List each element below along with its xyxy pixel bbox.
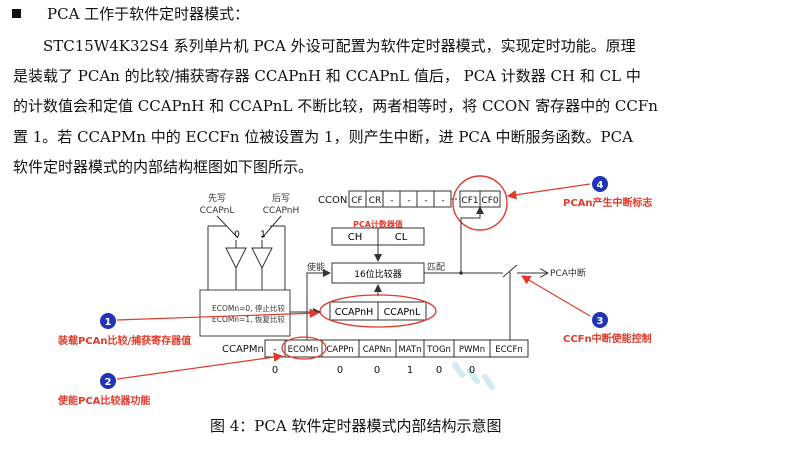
ecom-note-stop: ECOMn=0, 停止比较 — [212, 303, 285, 313]
ccapmn-bit-pwmn: PWMn — [459, 345, 485, 355]
annotation-4-badge — [592, 176, 608, 192]
annotation-3-badge — [592, 312, 608, 328]
ccapnl-register — [377, 301, 427, 321]
match-to-cf-line — [460, 206, 484, 273]
comparator-label: 16位比较器 — [354, 268, 401, 280]
ccon-bit-cr: CR — [369, 196, 382, 206]
cf-highlight-circle — [452, 175, 508, 231]
annotation-1-badge — [100, 313, 116, 329]
paragraph-line: 的计数值会和定值 CCAPnH 和 CCAPnL 不断比较，两者相等时，将 CC… — [13, 97, 658, 116]
ccapmn-value: 0 — [469, 365, 475, 376]
annotation-4-number: 4 — [597, 180, 604, 191]
ccon-label: CCON — [318, 195, 347, 206]
enable-line — [306, 269, 331, 346]
bullet-square-icon — [12, 9, 21, 18]
annotation-3-number: 3 — [597, 316, 604, 327]
ccon-bit: - — [407, 196, 410, 206]
cl-register — [377, 227, 425, 246]
write-after-reg: CCAPnH — [263, 206, 299, 216]
ccapmn-label: CCAPMn — [222, 344, 264, 355]
ccon-register — [348, 190, 501, 208]
ccapmn-value: 0 — [374, 365, 380, 376]
ccapmn-bit-eccfn: ECCFn — [495, 345, 523, 355]
figure-caption: 图 4：PCA 软件定时器模式内部结构示意图 — [210, 417, 502, 435]
write-after-label: 后写 — [272, 193, 290, 204]
ecom-note-resume: ECOMn=1, 恢复比较 — [212, 314, 285, 324]
ccapmn-bit: - — [273, 345, 276, 355]
annotation-2-badge — [100, 373, 116, 389]
description-paragraph: STC15W4K32S4 系列单片机 PCA 外设可配置为软件定时器模式，实现定… — [13, 31, 713, 182]
interrupt-switch — [502, 264, 518, 278]
paragraph-line: 是装载了 PCAn 的比较/捕获寄存器 CCAPnH 和 CCAPnL 值后， … — [13, 67, 641, 86]
ccon-bit-cf: CF — [351, 196, 362, 206]
mux-input-0: 0 — [234, 230, 240, 240]
annotation-1-number: 1 — [105, 317, 112, 328]
ccon-bit-cf1: CF1 — [461, 196, 478, 206]
write-first-label: 先写 — [208, 192, 226, 204]
annotation-3-text: CCFn中断使能控制 — [563, 332, 652, 345]
heading-text: PCA 工作于软件定时器模式： — [47, 5, 250, 23]
ecom-note-box — [199, 289, 291, 337]
write-lines — [207, 215, 286, 290]
buffer-triangles — [225, 240, 273, 290]
mux-input-1: 1 — [260, 230, 266, 240]
annotation-1-text: 装载PCAn比较/捕获寄存器值 — [57, 334, 191, 347]
pca-interrupt-label: PCA中断 — [550, 267, 586, 279]
section-heading: PCA 工作于软件定时器模式： — [12, 2, 249, 26]
paragraph-line: 软件定时器模式的内部结构框图如下图所示。 — [13, 157, 314, 176]
ccapmn-bit-matn: MATn — [398, 345, 421, 355]
ccapmn-register — [264, 339, 529, 358]
ecomn-highlight-ellipse — [281, 336, 327, 360]
ccon-bit: - — [390, 196, 393, 206]
ccon-bit: - — [441, 196, 444, 206]
ccapmn-bit-ecomn: ECOMn — [288, 345, 319, 355]
watermark-marks — [452, 362, 495, 390]
ccapmn-bit-togn: TOGn — [426, 345, 451, 355]
ccapnh-label: CCAPnH — [335, 307, 374, 318]
ccapmn-value: 0 — [272, 365, 278, 376]
enable-label: 使能 — [307, 261, 325, 273]
cl-label: CL — [395, 232, 408, 243]
annotation-2-text: 使能PCA比较器功能 — [57, 394, 150, 407]
ccapnl-label: CCAPnL — [384, 307, 421, 318]
ccapmn-bit-cappn: CAPPn — [326, 345, 353, 355]
annotation-2-number: 2 — [105, 377, 112, 388]
ccapmn-value: 1 — [407, 365, 413, 376]
paragraph-line: 置 1。若 CCAPMn 中的 ECCFn 位被设置为 1，则产生中断，进 PC… — [13, 127, 633, 146]
ccapmn-value: 0 — [337, 365, 343, 376]
ccon-bit: - — [424, 196, 427, 206]
ccon-bit-cf0: CF0 — [481, 196, 498, 206]
paragraph-line: STC15W4K32S4 系列单片机 PCA 外设可配置为软件定时器模式，实现定… — [43, 37, 636, 55]
annotation-4-text: PCAn产生中断标志 — [563, 196, 653, 209]
pca-counter-label: PCA计数器值 — [353, 219, 403, 229]
ch-label: CH — [348, 232, 363, 243]
ccapmn-bit-capnn: CAPNn — [363, 345, 392, 355]
ccapmn-value: 0 — [436, 365, 442, 376]
write-first-reg: CCAPnL — [200, 206, 235, 216]
match-label: 匹配 — [427, 262, 445, 273]
